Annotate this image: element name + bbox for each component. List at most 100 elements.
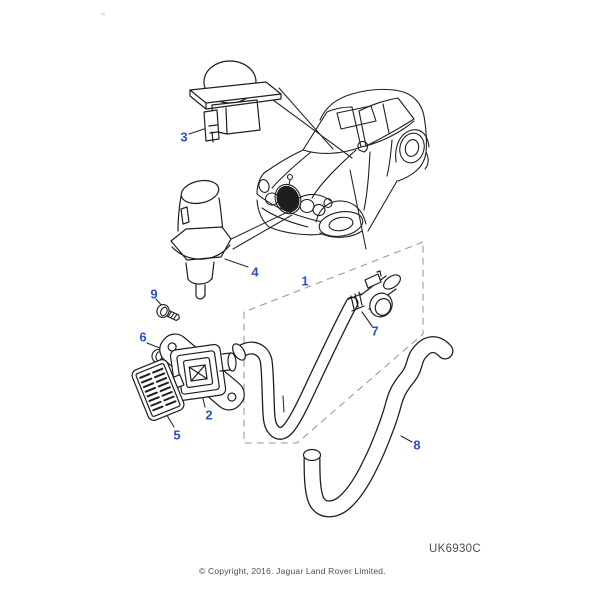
leader-car-to-box xyxy=(349,169,367,250)
car-headlamp-3 xyxy=(299,198,315,214)
car-headlamp-1 xyxy=(258,179,270,193)
callout-8: 8 xyxy=(413,437,421,453)
car-rear-lower xyxy=(397,170,417,182)
car-b-pillar xyxy=(382,103,390,134)
part7-clamp xyxy=(364,273,382,289)
car-front-wheel xyxy=(318,211,364,237)
car-emblem-stem xyxy=(288,179,291,186)
leader-part3-to-car-a xyxy=(278,87,334,150)
part2-spout-bottom xyxy=(219,369,231,372)
part7-cap-face xyxy=(374,298,392,316)
part2-valve-flap xyxy=(188,364,208,382)
car-rear-wheel-arch xyxy=(395,129,430,163)
part4-chamfer xyxy=(187,277,213,285)
car-rear-bumper xyxy=(424,151,429,170)
diagram-code: UK6930C xyxy=(429,543,481,555)
callout-7: 7 xyxy=(371,323,379,339)
part-1-hose xyxy=(232,296,359,440)
car-rear-wheel xyxy=(399,132,425,164)
part8-hose-fill xyxy=(304,337,453,517)
part9-threads xyxy=(167,311,178,320)
part7-cap xyxy=(369,292,393,318)
car-beltline xyxy=(360,120,415,148)
part7-clamp-screw xyxy=(376,270,382,277)
callout-5: 5 xyxy=(173,427,181,443)
part-3-switch xyxy=(189,60,282,143)
part7-arm-end xyxy=(383,274,401,290)
leader-part4-to-car-a xyxy=(226,206,299,242)
leader-part4-to-car-b xyxy=(232,214,293,250)
callout-9: 9 xyxy=(150,286,158,302)
part3-body-edge xyxy=(225,107,228,135)
part2-flap-cross xyxy=(188,364,208,382)
part8-hose-outline xyxy=(303,336,454,518)
part4-lower-left xyxy=(185,262,189,280)
part4-clip xyxy=(180,206,190,225)
car-emblem xyxy=(286,173,294,181)
part3-flange-plate xyxy=(189,81,282,104)
part7-connector xyxy=(348,291,365,312)
part1-hose-fill xyxy=(234,297,358,439)
car-bumper-bottom xyxy=(268,226,323,236)
dashed-region-outline xyxy=(243,241,424,444)
leader-label4 xyxy=(224,258,249,268)
part-2-valve-assembly xyxy=(159,333,245,411)
part1-hose-inner-edge xyxy=(282,395,285,413)
part3-flange-thickness xyxy=(189,89,282,110)
car-windshield xyxy=(302,106,362,154)
part-9-screw xyxy=(156,304,180,322)
part4-lower-right xyxy=(211,261,215,280)
part5-tab xyxy=(172,374,185,389)
part5-inner xyxy=(135,363,181,417)
car-front-tire-bottom xyxy=(319,230,363,238)
callout-6: 6 xyxy=(139,329,147,345)
copyright-text: © Copyright, 2016. Jaguar Land Rover Lim… xyxy=(199,566,386,576)
car-hood-right-edge xyxy=(311,149,357,199)
callout-1: 1 xyxy=(301,273,309,289)
callout-3: 3 xyxy=(180,129,188,145)
car-headlamp-4 xyxy=(312,203,326,217)
car-mirror xyxy=(357,140,369,153)
part4-tip xyxy=(195,284,206,300)
part-5-vent-grille xyxy=(131,359,185,421)
car-hood-left-edge xyxy=(263,149,304,174)
part-8-hose xyxy=(302,336,454,518)
car-hood-crease xyxy=(271,151,312,189)
leader-part3-to-car-b xyxy=(272,99,353,159)
leader-label8 xyxy=(400,435,413,443)
car-headlamp-arc xyxy=(298,193,332,202)
car-side-glass xyxy=(358,97,415,147)
car-front-wheel-arch xyxy=(315,200,367,225)
car-front-fender xyxy=(256,172,265,195)
part4-hex-bottom xyxy=(171,244,231,260)
car-sunroof xyxy=(336,105,377,130)
leader-label7 xyxy=(361,311,373,327)
part4-cylinder-left xyxy=(177,195,182,232)
car-rear-door-cut xyxy=(386,139,393,177)
callout-2: 2 xyxy=(205,407,213,423)
car-headlamp-5 xyxy=(323,197,333,209)
car-grille xyxy=(276,185,300,213)
part3-tab-notch xyxy=(208,124,219,143)
car-roof-outline xyxy=(319,88,427,172)
car-rear-wheel-hub xyxy=(404,139,420,157)
part8-hose-opening xyxy=(302,448,322,462)
part-4-sensor xyxy=(170,179,232,300)
car-illustration xyxy=(256,88,430,238)
car-grille-ring xyxy=(274,183,302,215)
part2-flange-hole-2 xyxy=(227,392,237,402)
car-bumper-side xyxy=(256,199,270,228)
part1-hose-opening xyxy=(232,343,246,361)
car-front-door-cut xyxy=(363,151,371,211)
part4-cylinder-top xyxy=(180,179,220,205)
part2-spout-top xyxy=(221,352,232,355)
part9-head-inner xyxy=(160,306,168,317)
callout-4: 4 xyxy=(251,264,259,280)
part4-hex-nut xyxy=(170,226,232,261)
part2-body-frame-inner xyxy=(182,356,214,389)
car-front-wheel-hub xyxy=(328,216,354,232)
car-sill xyxy=(367,180,398,232)
part2-spout-end xyxy=(227,352,237,372)
